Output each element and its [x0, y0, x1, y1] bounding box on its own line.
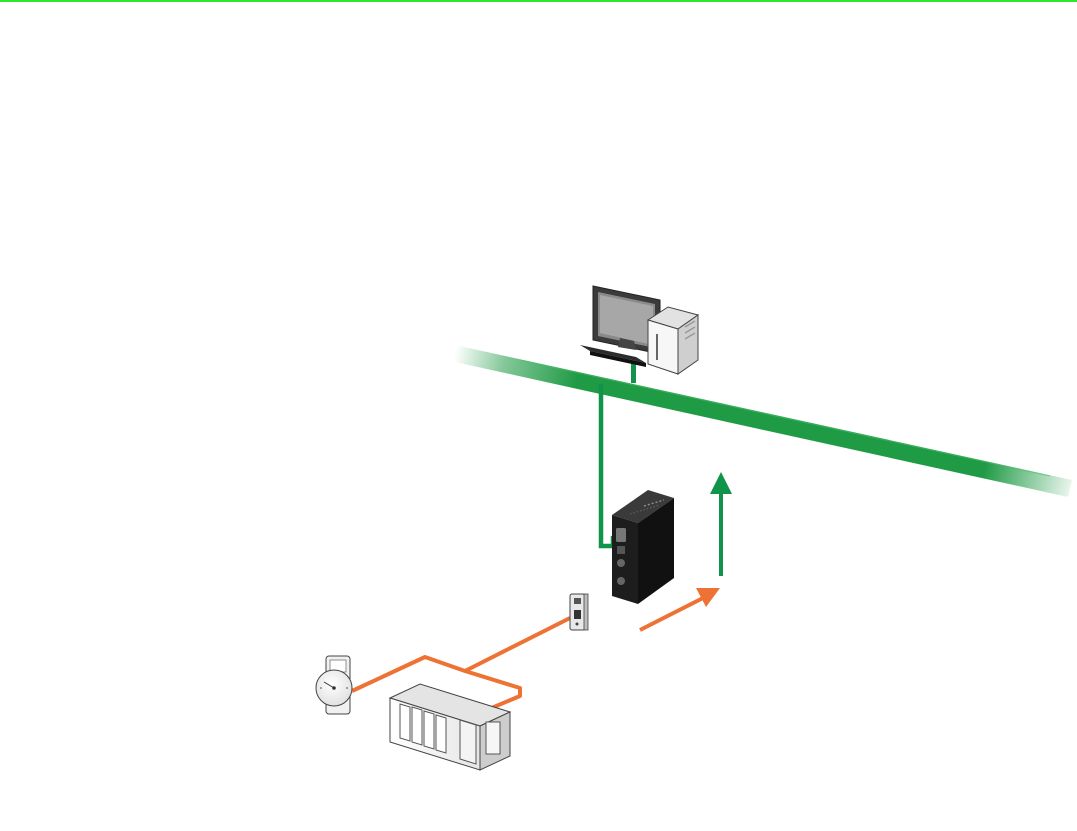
pc-network-drop: [631, 363, 636, 383]
serial-converter-icon: [570, 594, 588, 630]
ethernet-backbone: [455, 345, 1072, 497]
ethernet-flow-arrow: [710, 472, 732, 576]
serial-branch: [465, 618, 570, 671]
meter-icon: [316, 656, 352, 714]
serial-flow-arrow: [640, 588, 720, 630]
serial-to-ethernet-gateway-icon: [612, 490, 674, 604]
gateway-uplink: [601, 384, 613, 546]
desktop-computer-icon: [580, 286, 698, 374]
plc-rack-icon: [390, 684, 510, 770]
